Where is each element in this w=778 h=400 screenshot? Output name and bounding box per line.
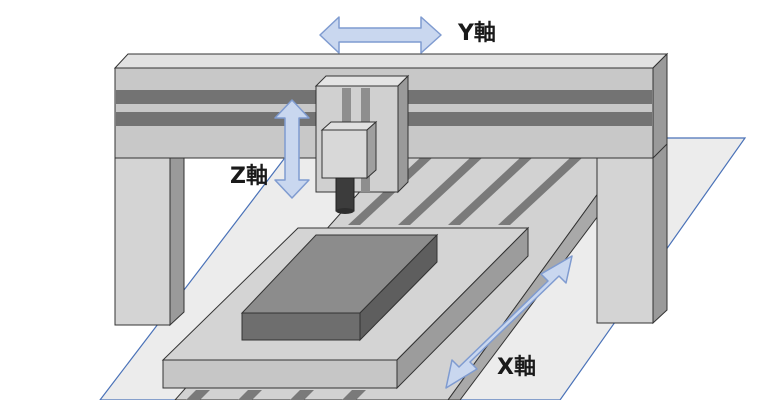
work-table-front (162, 359, 398, 389)
beam-side (652, 52, 668, 160)
workpiece-front (241, 312, 361, 341)
right-column (596, 141, 668, 325)
beam-top (113, 53, 669, 69)
z-axis-label: Z軸 (230, 163, 268, 189)
z-axis-arrow (274, 99, 310, 199)
work-table-side (396, 226, 529, 390)
y-axis-arrow (319, 16, 442, 54)
left-column (114, 146, 185, 327)
x-axis-arrow (445, 255, 573, 389)
workpiece (240, 233, 439, 342)
x-axis-label: X軸 (497, 354, 536, 380)
z-axis-head (320, 120, 378, 180)
spindle-tool (335, 177, 355, 214)
workpiece-side (359, 233, 438, 342)
y-axis-label: Y軸 (457, 20, 496, 46)
